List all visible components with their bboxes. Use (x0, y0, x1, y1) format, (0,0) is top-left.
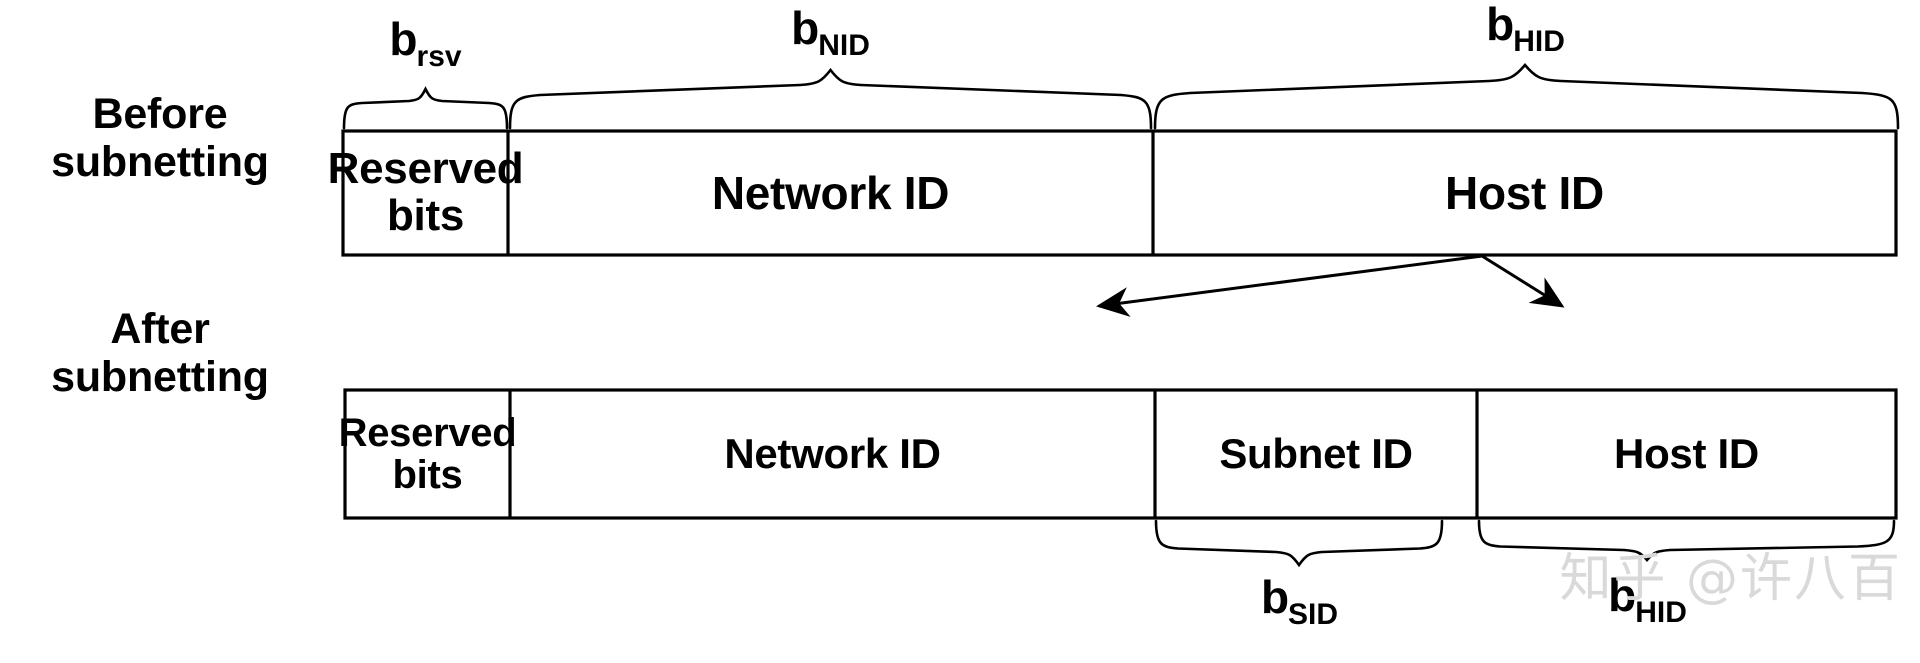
brace-label-b-sid: bSID (1260, 570, 1339, 631)
cell-before-network-id: Network ID (711, 166, 950, 219)
arrow-to-host-id (1481, 254, 1565, 308)
cell-after-reserved-bits: Reserved bits (339, 390, 517, 518)
brace-group-bottom (1154, 519, 1896, 568)
brace-b-rsv (342, 86, 509, 130)
brace-label-b-hid-top: bHID (1486, 0, 1566, 58)
row-label-after-subnetting: After subnetting (10, 305, 310, 401)
after-subnetting-box (343, 388, 1898, 520)
brace-label-b-hid-bottom-base: b (1608, 569, 1637, 621)
row-label-before-subnetting: Before subnetting (10, 90, 310, 186)
brace-label-b-sid-base: b (1260, 571, 1290, 623)
cell-after-host-id: Host ID (1614, 429, 1759, 477)
brace-label-b-hid-bottom: bHID (1608, 568, 1688, 629)
cell-before-host-id: Host ID (1445, 166, 1604, 219)
cell-before-reserved-bits: Reserved bits (328, 131, 524, 255)
brace-label-b-hid-top-base: b (1486, 0, 1515, 50)
cell-before-reserved-bits-line1: Reserved (327, 144, 524, 194)
row-label-after-line2: subnetting (51, 353, 269, 402)
cell-after-network-id: Network ID (724, 429, 941, 477)
row-label-before-line1: Before (92, 90, 228, 138)
brace-label-b-rsv-sub: rsv (416, 40, 462, 74)
row-label-after-line1: After (110, 305, 210, 353)
brace-label-b-rsv: brsv (389, 12, 462, 73)
arrow-to-subnet-id (1096, 254, 1483, 317)
brace-b-hid-bottom (1477, 519, 1896, 562)
cell-after-reserved-bits-line1: Reserved (338, 410, 517, 455)
brace-label-b-nid-sub: NID (818, 29, 870, 63)
brace-label-b-rsv-base: b (389, 13, 418, 65)
row-label-before-line2: subnetting (51, 138, 269, 187)
brace-label-b-nid-base: b (791, 2, 820, 54)
watermark: 知乎 @许八百 (1559, 549, 1902, 609)
brace-label-b-nid: bNID (791, 1, 871, 62)
brace-b-nid (508, 67, 1153, 130)
cell-before-reserved-bits-line2: bits (386, 191, 465, 240)
brace-label-b-hid-top-sub: HID (1513, 25, 1565, 59)
cell-after-reserved-bits-line2: bits (392, 453, 463, 497)
cell-after-subnet-id: Subnet ID (1219, 429, 1413, 477)
brace-b-hid (1153, 62, 1900, 130)
brace-group-top (342, 62, 1900, 130)
host-id-split-arrows (1096, 254, 1565, 317)
before-subnetting-box (341, 129, 1898, 257)
brace-b-sid (1154, 519, 1444, 568)
brace-label-b-hid-bottom-sub: HID (1635, 596, 1687, 630)
brace-label-b-sid-sub: SID (1288, 598, 1339, 632)
